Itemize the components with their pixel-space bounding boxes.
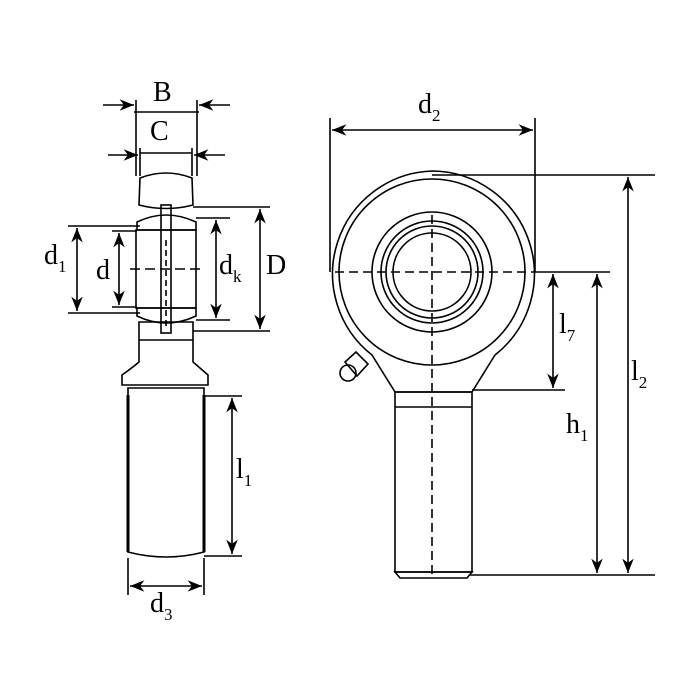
- label-dk: dk: [219, 250, 242, 286]
- shank: [394, 391, 473, 573]
- label-l1: l1: [236, 454, 252, 490]
- label-d3: d3: [150, 588, 173, 624]
- grease-nipple: [343, 350, 370, 378]
- ball-top: [136, 214, 197, 231]
- label-B: B: [153, 77, 172, 108]
- left-dimensions: [68, 99, 270, 595]
- label-l7: l7: [559, 309, 576, 345]
- label-d2: d2: [418, 89, 441, 125]
- label-h1: h1: [566, 409, 589, 445]
- threaded-shank: [127, 387, 205, 558]
- label-d: d: [96, 255, 110, 286]
- housing-bottom: [121, 321, 209, 386]
- section-view: [121, 172, 209, 558]
- label-d1: d1: [44, 240, 67, 276]
- label-C: C: [150, 116, 169, 147]
- right-dimensions: [329, 118, 655, 576]
- housing-top: [138, 172, 194, 210]
- label-D: D: [266, 250, 286, 281]
- label-l2: l2: [631, 356, 647, 392]
- front-view: [331, 170, 536, 579]
